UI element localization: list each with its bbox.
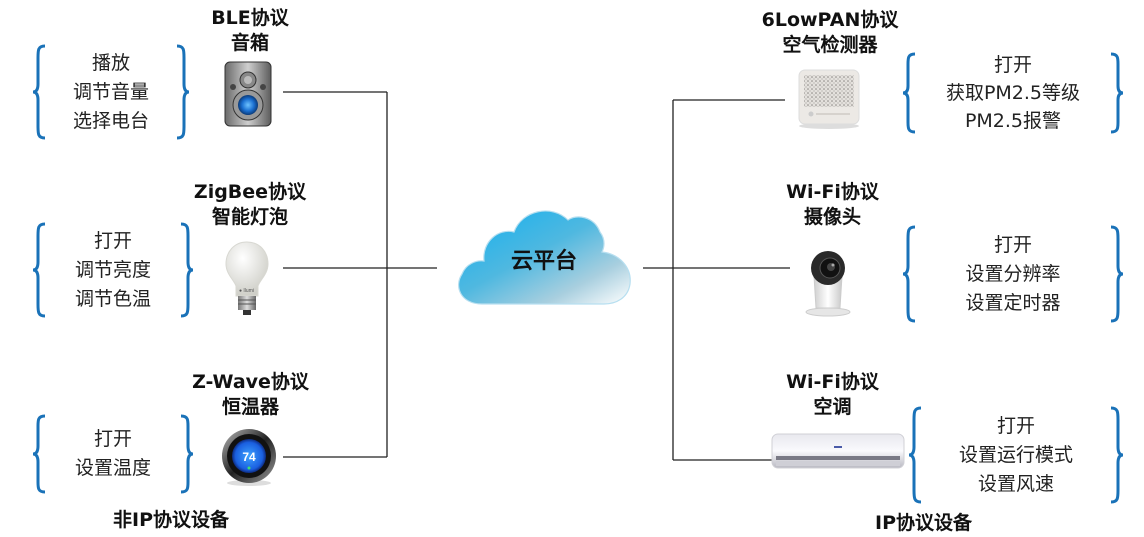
capability-item: 设置温度 xyxy=(74,457,151,479)
air-conditioner-icon xyxy=(770,432,906,472)
device-protocol: BLE协议 xyxy=(211,7,289,29)
capability-item: 调节亮度 xyxy=(74,258,151,281)
cloud-platform: 云平台 xyxy=(452,200,636,312)
light-bulb-icon: ● Ilumi xyxy=(224,240,270,320)
right-brace-icon xyxy=(178,222,194,318)
device-title-air-detector: 6LowPAN协议 空气检测器 xyxy=(745,8,915,58)
thermostat-value: 74 xyxy=(242,450,256,464)
device-title-camera: Wi-Fi协议 摄像头 xyxy=(770,180,895,230)
right-brace-icon xyxy=(1108,406,1124,504)
capability-list: 打开 设置运行模式 设置风速 xyxy=(924,406,1108,504)
device-name: 摄像头 xyxy=(803,206,861,228)
capability-item: 打开 xyxy=(996,414,1035,437)
svg-text:● Ilumi: ● Ilumi xyxy=(239,288,254,294)
capability-item: 设置风速 xyxy=(977,472,1054,495)
capability-item: 播放 xyxy=(91,51,130,74)
left-brace-icon xyxy=(32,414,48,494)
left-brace-icon xyxy=(32,222,48,318)
left-brace-icon xyxy=(902,52,918,134)
right-brace-icon xyxy=(1108,225,1124,323)
device-name: 智能灯泡 xyxy=(211,206,288,228)
camera-icon xyxy=(800,248,856,318)
capability-item: 获取PM2.5等级 xyxy=(945,82,1081,104)
thermostat-icon: 74 xyxy=(218,428,280,488)
capability-item: 打开 xyxy=(993,54,1032,76)
capability-list: 打开 设置分辨率 设置定时器 xyxy=(918,225,1108,323)
capability-item: 打开 xyxy=(93,229,132,252)
left-brace-icon xyxy=(902,225,918,323)
capability-item: 设置定时器 xyxy=(965,291,1061,314)
capability-list: 打开 获取PM2.5等级 PM2.5报警 xyxy=(918,52,1108,134)
device-title-air-conditioner: Wi-Fi协议 空调 xyxy=(770,370,895,420)
capability-group-camera: 打开 设置分辨率 设置定时器 xyxy=(902,225,1124,323)
speaker-icon xyxy=(221,60,275,130)
capability-item: 调节音量 xyxy=(72,80,149,103)
cloud-icon xyxy=(458,210,631,305)
air-detector-icon xyxy=(795,68,863,130)
device-protocol: Wi-Fi协议 xyxy=(786,371,879,393)
capability-group-air-conditioner: 打开 设置运行模式 设置风速 xyxy=(908,406,1124,504)
device-protocol: ZigBee协议 xyxy=(193,181,307,203)
device-name: 空气检测器 xyxy=(782,34,878,56)
capability-item: 打开 xyxy=(93,428,132,450)
device-name: 恒温器 xyxy=(221,396,279,418)
device-protocol: Z-Wave协议 xyxy=(192,371,309,393)
non-ip-group-label: 非IP协议设备 xyxy=(113,509,229,531)
ip-group-label: IP协议设备 xyxy=(875,512,972,534)
right-brace-icon xyxy=(1108,52,1124,134)
capability-item: 设置运行模式 xyxy=(958,443,1073,466)
right-brace-icon xyxy=(178,414,194,494)
device-title-speaker: BLE协议 音箱 xyxy=(185,6,315,56)
capability-item: 调节色温 xyxy=(74,287,151,310)
capability-list: 播放 调节音量 选择电台 xyxy=(48,44,174,140)
device-protocol: Wi-Fi协议 xyxy=(786,181,879,203)
capability-item: 打开 xyxy=(993,233,1032,256)
capability-item: 设置分辨率 xyxy=(965,262,1061,285)
device-title-thermostat: Z-Wave协议 恒温器 xyxy=(178,370,323,420)
device-title-bulb: ZigBee协议 智能灯泡 xyxy=(180,180,320,230)
capability-group-air-detector: 打开 获取PM2.5等级 PM2.5报警 xyxy=(902,52,1124,134)
cloud-label: 云平台 xyxy=(510,249,577,274)
capability-list: 打开 调节亮度 调节色温 xyxy=(48,222,178,318)
left-brace-icon xyxy=(908,406,924,504)
capability-group-speaker: 播放 调节音量 选择电台 xyxy=(32,44,190,140)
capability-list: 打开 设置温度 xyxy=(48,414,178,494)
right-brace-icon xyxy=(174,44,190,140)
capability-group-bulb: 打开 调节亮度 调节色温 xyxy=(32,222,194,318)
device-name: 空调 xyxy=(813,396,852,418)
device-name: 音箱 xyxy=(230,32,269,54)
capability-group-thermostat: 打开 设置温度 xyxy=(32,414,194,494)
capability-item: PM2.5报警 xyxy=(964,110,1062,132)
device-protocol: 6LowPAN协议 xyxy=(761,9,899,31)
capability-item: 选择电台 xyxy=(72,109,149,132)
left-brace-icon xyxy=(32,44,48,140)
